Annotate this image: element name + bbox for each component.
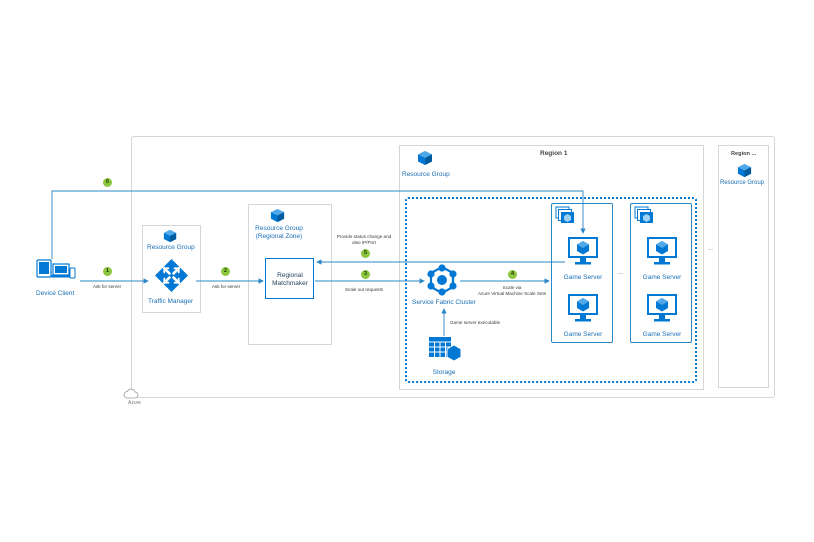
regional-matchmaker-label-2: Matchmaker [272,280,308,287]
regional-zone-label-1: Resource Group [255,225,303,232]
region-n-box [718,145,769,388]
step-badge-3: 3 [361,270,370,279]
region-1-title: Region 1 [540,150,568,157]
service-fabric-icon [427,264,457,296]
game-server-label: Game Server [642,274,682,281]
game-server-icon [647,294,677,322]
game-server-icon [568,237,598,265]
storage-label: Storage [432,369,456,376]
vm-stack-icon [634,206,653,223]
region-n-title: Region ... [731,151,757,157]
device-client-label: Device Client [36,290,75,297]
resource-group-icon [270,208,285,223]
vm-stack-icon [555,206,574,223]
resource-group-icon [163,229,177,243]
resource-group-label-region1: Resource Group [402,171,450,178]
game-server-icon [647,237,677,265]
resource-group-icon [737,163,752,178]
regional-zone-group [248,204,332,345]
note-scale-out: Scale out requests [344,287,384,292]
group-ellipsis: ... [618,270,624,276]
scale-set-container [405,197,697,383]
note-status-1: Provide status change and [336,234,392,239]
game-server-icon [568,294,598,322]
note-ask-server-1: Ask for server [92,284,122,289]
resource-group-label-region-n: Resource Group [720,180,765,186]
step-badge-4: 4 [508,270,517,279]
game-server-label: Game Server [563,331,603,338]
game-server-label: Game Server [563,274,603,281]
step-badge-5: 5 [361,249,370,258]
note-scale-via-1: Scale via [502,285,522,290]
regional-matchmaker-label-1: Regional [277,272,303,279]
regional-matchmaker-box [265,258,314,299]
resource-group-icon [418,151,432,165]
step-badge-1: 1 [103,267,112,276]
arrow-6 [51,190,586,259]
note-ask-server-2: Ask for server [211,284,241,289]
azure-frame [131,136,775,398]
storage-icon [429,337,462,362]
game-server-label: Game Server [642,331,682,338]
note-status-2: also IP/Port [352,240,376,245]
step-badge-2: 2 [221,267,230,276]
note-scale-via-2: Azure Virtual Machine Scale Sets [477,291,547,296]
cloud-icon [123,388,139,399]
traffic-manager-icon [155,259,188,292]
region-ellipsis: ... [708,246,714,252]
game-server-group-2 [630,203,692,343]
traffic-manager-group [142,225,201,313]
traffic-manager-label: Traffic Manager [148,298,194,305]
note-executable: Game server executable [449,320,501,325]
step-badge-6: 6 [103,178,112,187]
azure-label: Azure [128,400,142,406]
regional-zone-label-2: (Regional Zone) [255,233,303,240]
resource-group-label-tm: Resource Group [147,244,195,251]
game-server-group-1 [551,203,613,343]
device-client-icon [36,259,76,279]
service-fabric-label: Service Fabric Cluster [412,299,476,306]
region-1-box [399,145,704,390]
